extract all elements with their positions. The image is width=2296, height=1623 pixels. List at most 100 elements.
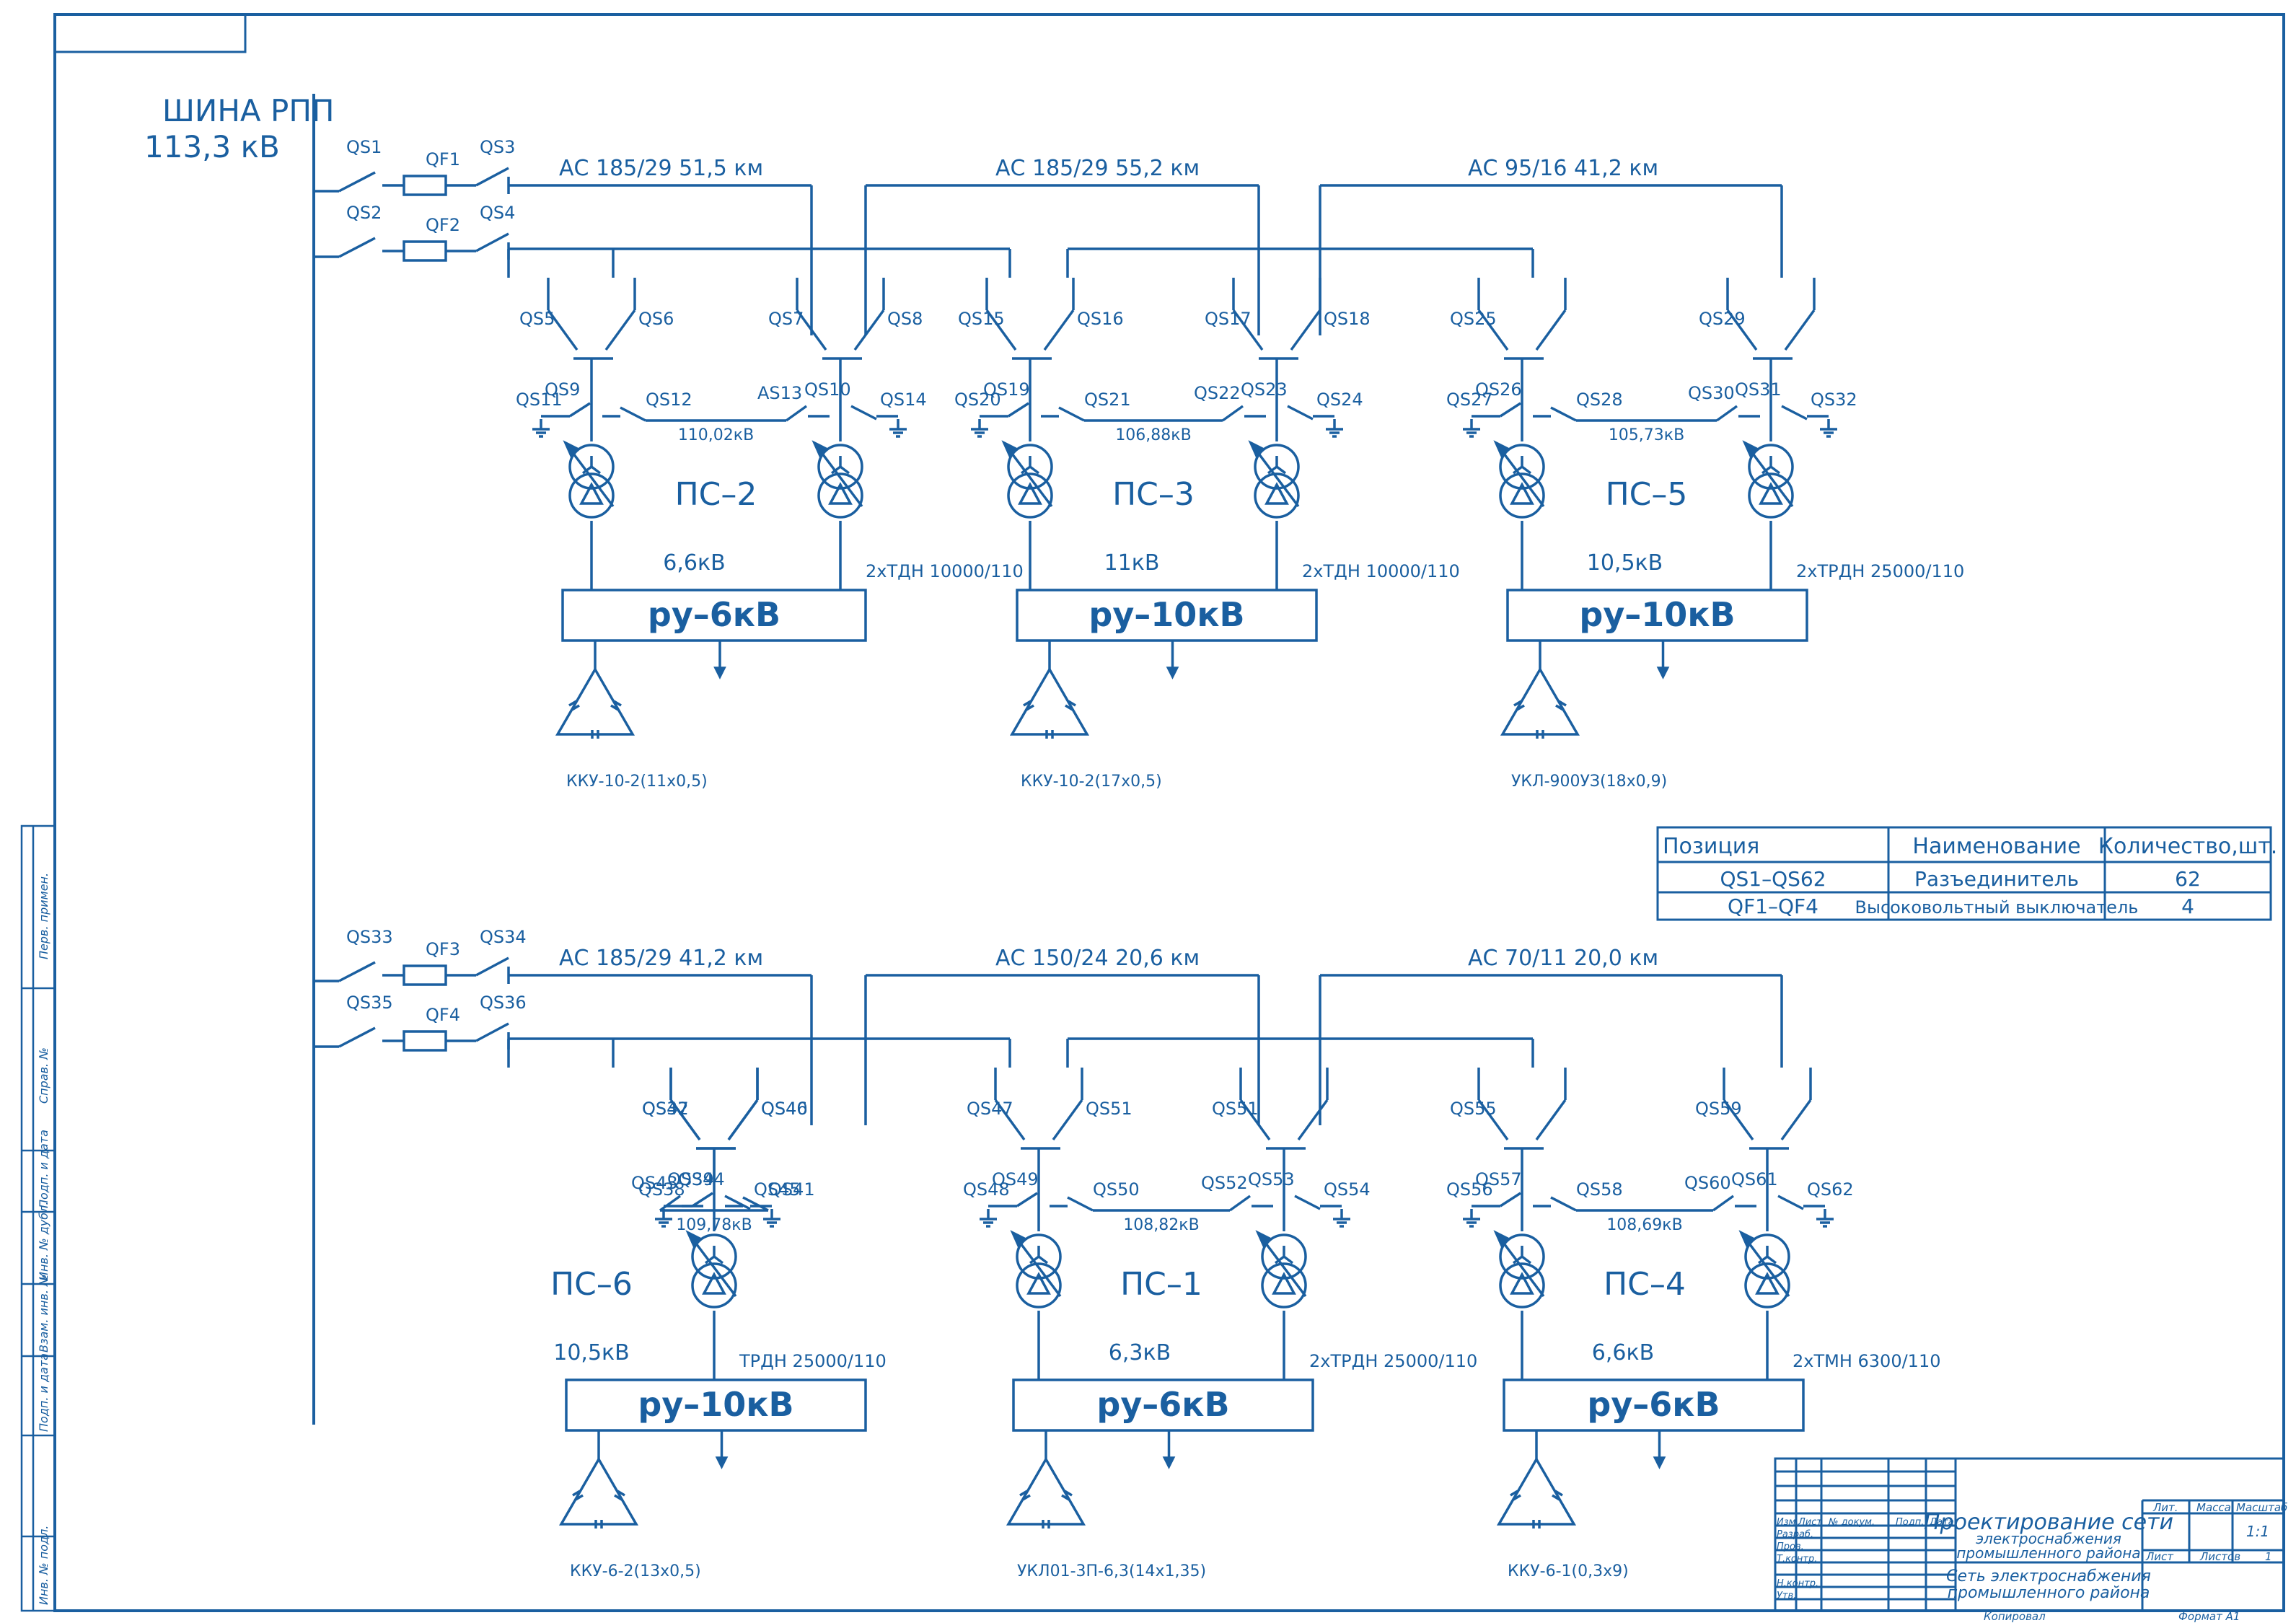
transformer-winding-icon <box>817 472 863 519</box>
transformer-winding-icon <box>1499 444 1545 490</box>
disconnector-icon <box>1500 402 1521 418</box>
capacitor-plate-icon <box>1552 1494 1560 1501</box>
switch-label: QS38 <box>638 1179 685 1200</box>
arrow-down-icon <box>715 1456 729 1469</box>
switch-label: QS42 <box>642 1099 689 1119</box>
switch-label: QS48 <box>963 1179 1010 1200</box>
spec-table <box>1656 826 2272 921</box>
capacitor-plate-icon <box>1554 1490 1563 1497</box>
transformer-winding-icon <box>1261 1262 1307 1308</box>
bus-voltage-label: 105,73кВ <box>1609 426 1684 444</box>
disconnector-icon <box>1008 402 1029 418</box>
disconnector-icon <box>796 309 827 351</box>
transformer-delta-icon <box>1510 482 1534 505</box>
tap-changer-arrowhead-icon <box>685 1230 702 1249</box>
capacitor-plate-icon <box>617 1490 625 1497</box>
breaker-label: QF3 <box>426 939 460 959</box>
switchgear-label: ру–10кВ <box>638 1385 793 1424</box>
title-block-project: Проектирование сети <box>1924 1510 2173 1535</box>
switch-label: QS28 <box>1576 390 1623 410</box>
capacitor-plate-icon <box>571 704 580 711</box>
side-stamp-label: Инв. № подл. <box>37 1526 50 1605</box>
tap-changer-arrowhead-icon <box>1742 440 1759 459</box>
switch-label: QS51 <box>1086 1099 1132 1119</box>
switch-label: QS41 <box>768 1179 815 1200</box>
disconnector-icon <box>1297 1099 1329 1141</box>
tap-changer-arrow-icon <box>1251 444 1300 508</box>
switchgear-label: ру–6кВ <box>1587 1385 1720 1424</box>
side-stamp-label: Подп. и дата <box>37 1130 50 1208</box>
transformer-winding-icon <box>1254 444 1300 490</box>
disconnector-icon <box>1777 1195 1804 1210</box>
disconnector-icon <box>659 1195 682 1212</box>
title-block-role: Т.контр. <box>1777 1554 1817 1565</box>
disconnector-icon <box>1290 309 1321 351</box>
switch-label: QS26 <box>1475 379 1522 400</box>
switchgear-label: ру–6кВ <box>648 595 780 634</box>
switch-label: QS60 <box>1684 1173 1731 1193</box>
bus-voltage-label: 108,82кВ <box>1123 1216 1199 1234</box>
transformer-delta-icon <box>1264 482 1289 505</box>
switch-label: QS29 <box>1699 309 1746 329</box>
switch-label: QS34 <box>480 927 527 947</box>
disconnector-icon <box>1550 406 1577 422</box>
lv-voltage-label: 11кВ <box>1104 550 1160 576</box>
disconnector-icon <box>338 171 376 193</box>
switchgear-block <box>1503 1378 1805 1432</box>
capacitor-label: ККУ-10-2(11х0,5) <box>566 773 708 791</box>
line-label: АС 185/29 51,5 км <box>559 156 763 181</box>
disconnector-icon <box>1294 1195 1321 1210</box>
substation-name: ПС–6 <box>550 1266 633 1303</box>
transformer-winding-icon <box>568 472 615 519</box>
capacitor-plate-icon <box>1023 700 1032 707</box>
tap-changer-arrow-icon <box>1258 1233 1307 1298</box>
tap-changer-arrow-icon <box>1013 1233 1062 1298</box>
transformer-winding-icon <box>1254 472 1300 519</box>
lv-voltage-label: 6,3кВ <box>1109 1340 1171 1365</box>
disconnector-icon <box>785 405 808 422</box>
title-block-scale-value: 1:1 <box>2246 1523 2269 1540</box>
lv-voltage-label: 10,5кВ <box>553 1340 630 1365</box>
switch-label: QS39 <box>667 1169 714 1189</box>
switch-label: QS24 <box>1316 390 1363 410</box>
disconnector-icon <box>1723 1099 1754 1141</box>
title-block-col: Лист <box>1798 1517 1822 1528</box>
arrow-down-icon <box>1162 1456 1176 1469</box>
disconnector-icon <box>1535 1099 1567 1141</box>
breaker-label: QF1 <box>426 149 460 170</box>
disconnector-icon <box>475 1022 509 1042</box>
bus-voltage-label: 106,88кВ <box>1115 426 1191 444</box>
lv-voltage-label: 6,6кВ <box>663 550 725 576</box>
switch-label: QS4 <box>480 203 515 223</box>
transformer-delta-icon <box>1272 1272 1296 1295</box>
title-block-project-sub: электроснабжения <box>1976 1530 2121 1547</box>
switchgear-block <box>1016 589 1318 642</box>
tap-changer-arrowhead-icon <box>1255 1230 1272 1249</box>
transformer-winding-icon <box>1744 1233 1790 1280</box>
title-block-copied: Копировал <box>1984 1610 2046 1623</box>
disconnector-icon <box>1784 309 1816 351</box>
title-block-col: Подп. <box>1896 1517 1924 1528</box>
switch-label: QS52 <box>1201 1173 1248 1193</box>
switch-label: QS56 <box>1446 1179 1493 1200</box>
transformer-winding-icon <box>1499 1262 1545 1308</box>
disconnector-icon <box>475 167 509 187</box>
transformer-winding-icon <box>1016 1233 1062 1280</box>
spec-cell: Высоковольтный выключатель <box>1855 897 2139 918</box>
spec-cell: QS1–QS62 <box>1720 867 1826 891</box>
disconnector-icon <box>1016 1192 1038 1208</box>
switch-label: QS11 <box>516 390 563 410</box>
capacitor-bank-icon <box>555 667 635 736</box>
capacitor-plate-icon <box>1061 1494 1070 1501</box>
switch-label: QS51 <box>1212 1099 1259 1119</box>
switch-label: QS57 <box>1475 1169 1522 1189</box>
transformer-winding-icon <box>1748 472 1794 519</box>
switch-label: QS40 <box>761 1099 808 1119</box>
capacitor-plate-icon <box>1065 704 1073 711</box>
tap-changer-arrow-icon <box>814 444 863 508</box>
arrow-down-icon <box>1656 667 1670 679</box>
capacitor-plate-icon <box>1558 700 1567 707</box>
